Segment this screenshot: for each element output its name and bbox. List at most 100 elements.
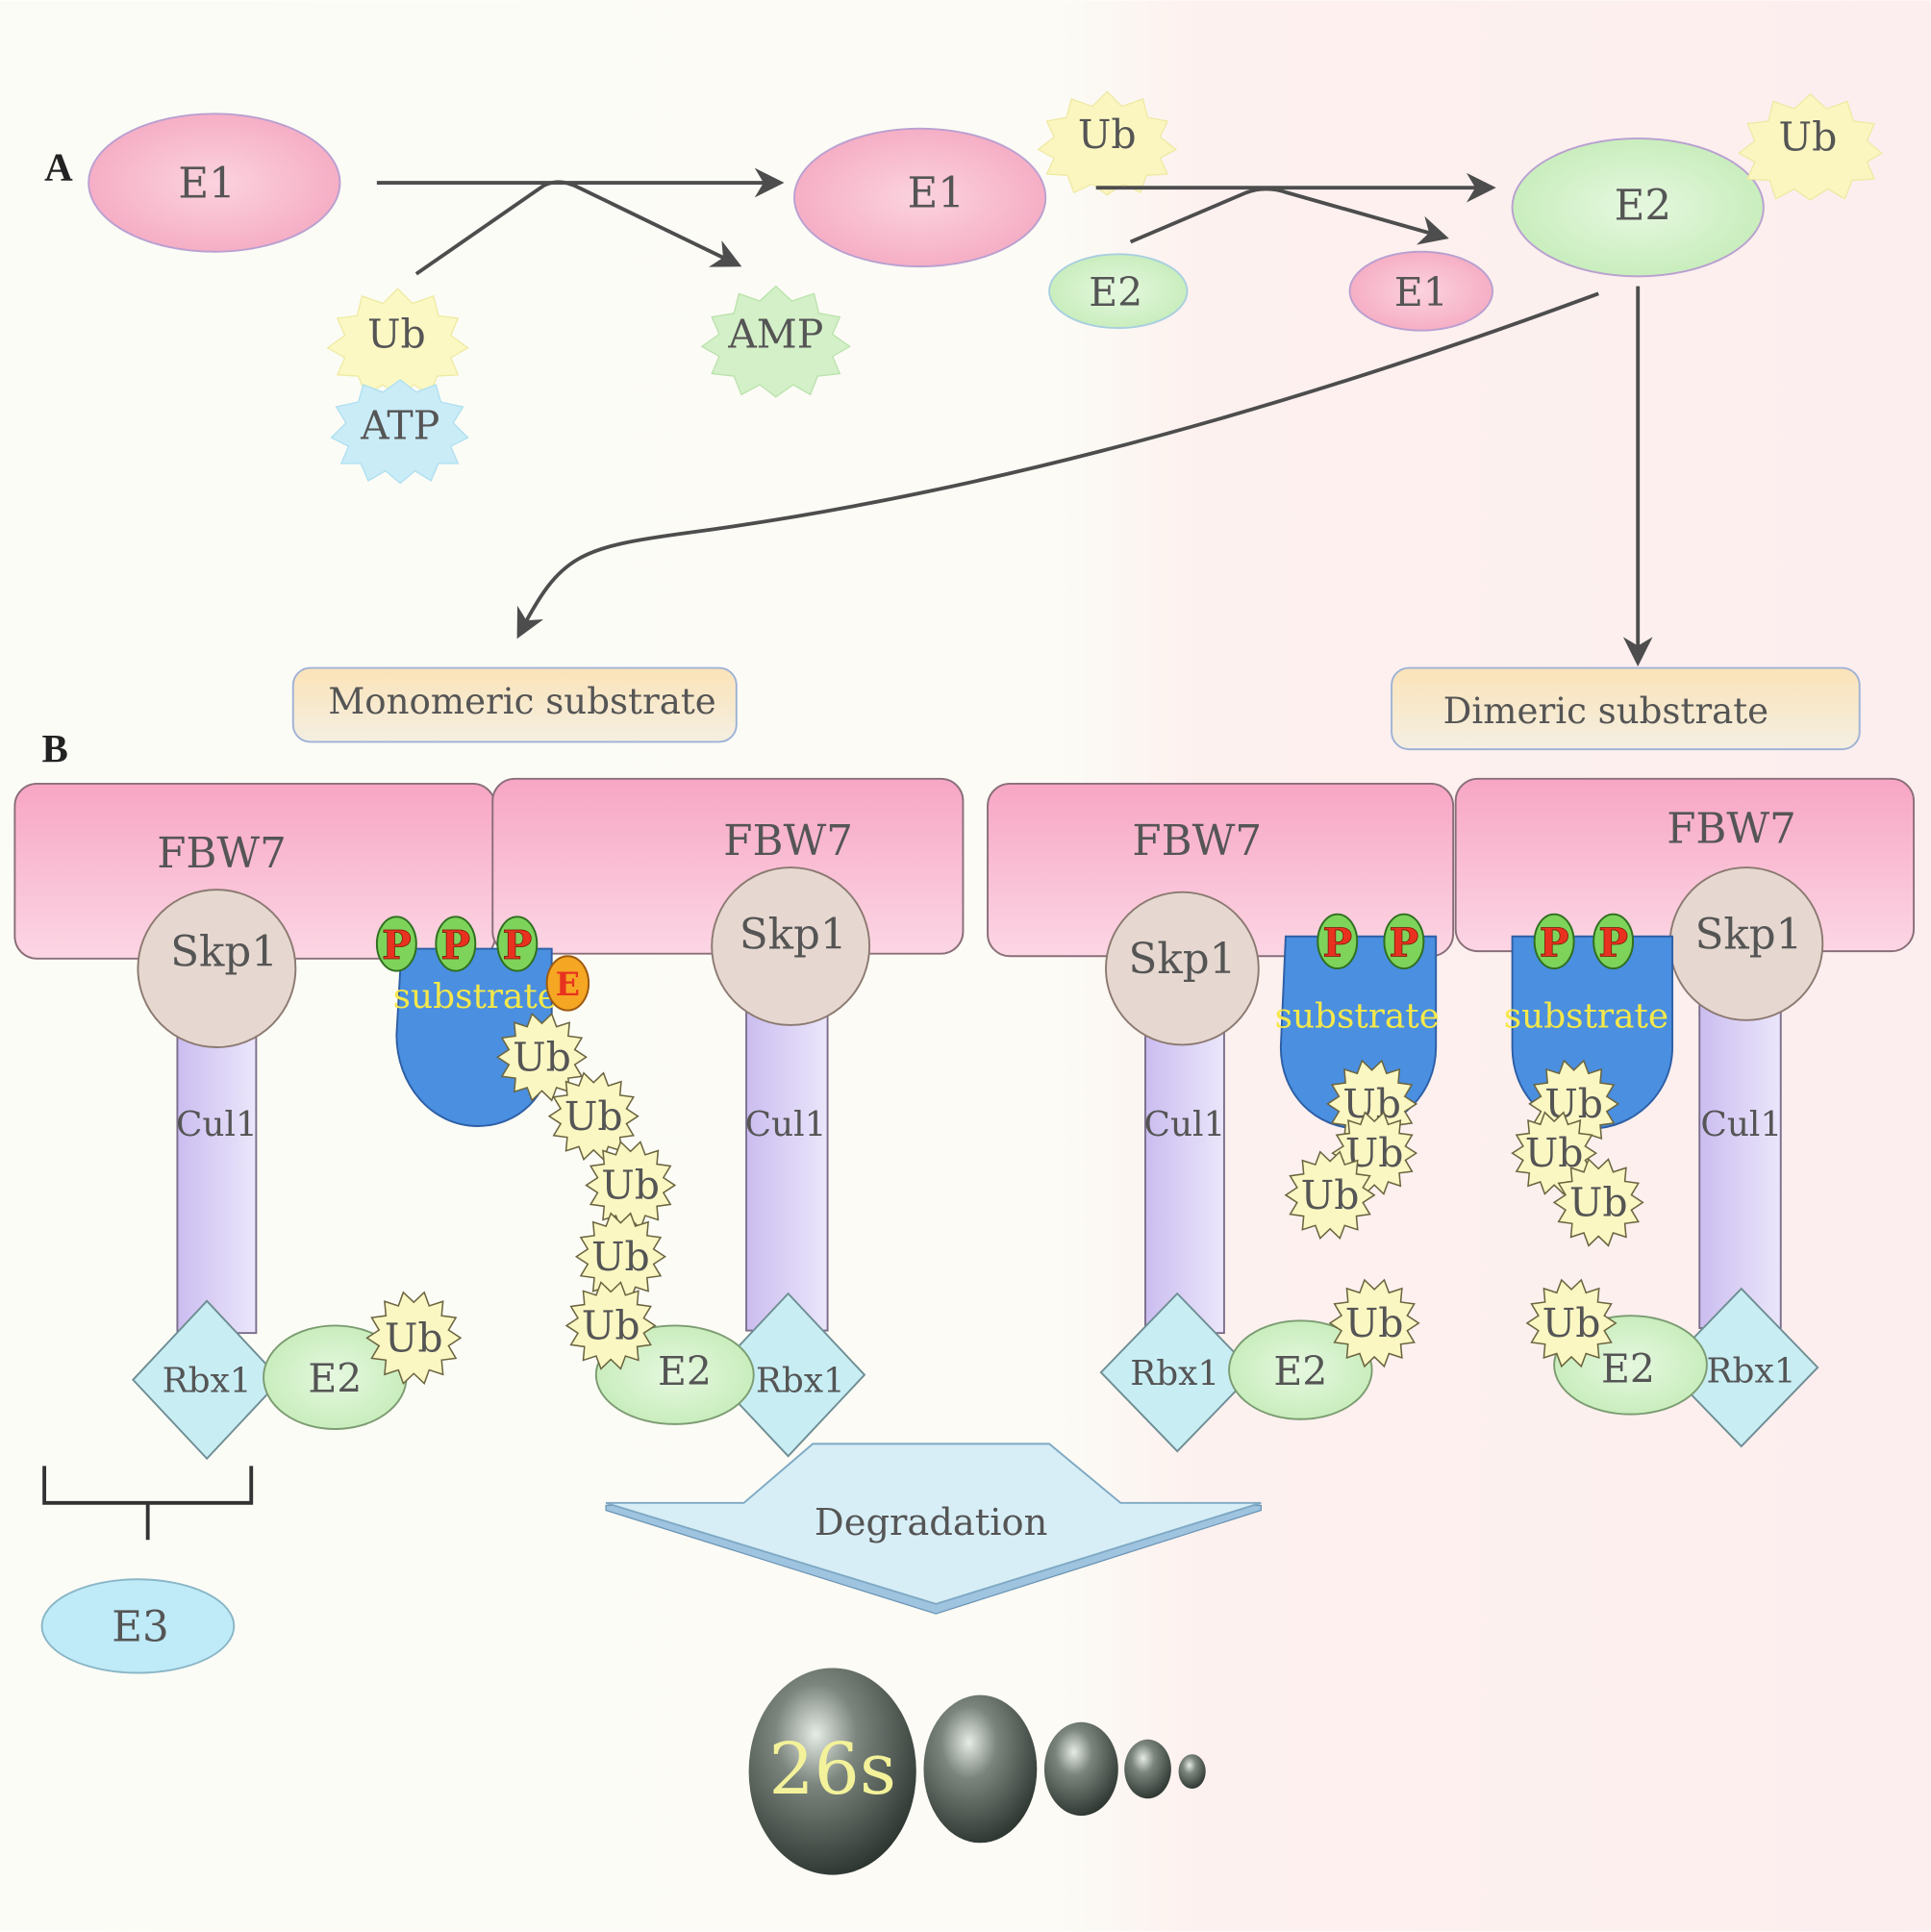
skp1-adaptor [1105, 891, 1260, 1046]
ubiquitin-icon [564, 1281, 657, 1370]
e1-charged-enzyme [793, 127, 1047, 268]
e1-charged-label: E1 [908, 170, 965, 218]
proteasome-label: 26s [768, 1727, 896, 1811]
arrow-e2-transfer [1095, 172, 1496, 245]
arrows-to-substrates [516, 286, 1653, 667]
ubiquitin-icon [547, 1071, 639, 1162]
cul1-stalk [1698, 987, 1782, 1329]
phospho-label: P [440, 922, 470, 968]
skp1-adaptor [711, 866, 871, 1026]
monomeric-substrate-label: Monomeric substrate [328, 681, 715, 722]
rbx1-ring [131, 1299, 283, 1461]
fbw7-label: FBW7 [157, 830, 287, 878]
e3-ligase-ellipse [40, 1578, 236, 1674]
cul1-label: Cul1 [1700, 1105, 1782, 1144]
phospho-label: P [1322, 919, 1352, 966]
amp-label: AMP [727, 312, 823, 358]
substrate-label: substrate [1504, 997, 1668, 1037]
ubiquitin-label: Ub [513, 1034, 571, 1080]
fbw7-label: FBW7 [723, 817, 853, 866]
ubiquitin-icon [365, 1291, 463, 1385]
substrate-label: substrate [393, 977, 558, 1016]
arrow-e1-activation [376, 167, 785, 276]
e2-input-enzyme [1048, 253, 1189, 330]
ubiquitin-label: Ub [591, 1234, 650, 1280]
e-mark-label: E [556, 966, 580, 1003]
ubiquitin-icon [1328, 1278, 1420, 1368]
rbx1-label: Rbx1 [1707, 1351, 1796, 1391]
amp-icon [700, 285, 851, 398]
ubiquitin-icon [574, 1212, 666, 1302]
e1-released-enzyme [1348, 250, 1494, 332]
e2-label: E2 [1601, 1345, 1655, 1392]
e1-free-label: E1 [178, 160, 235, 208]
ubiquitin-label: Ub [1542, 1300, 1601, 1346]
phospho-site [375, 916, 417, 972]
ubiquitin-label: Ub [564, 1093, 623, 1140]
cul1-label: Cul1 [745, 1105, 827, 1144]
proteasome-26s [748, 1668, 1206, 1875]
ub-on-e1-icon [1037, 90, 1178, 196]
ubiquitin-icon [1525, 1278, 1618, 1368]
ub-on-e2-icon [1738, 92, 1883, 201]
e2-label: E2 [658, 1348, 712, 1394]
e2-label: E2 [1273, 1348, 1327, 1394]
phospho-label: P [1598, 919, 1628, 966]
phospho-site [1383, 913, 1425, 970]
skp1-label: Skp1 [1695, 912, 1803, 960]
rbx1-label: Rbx1 [756, 1362, 845, 1401]
ub-on-e1-label: Ub [1078, 112, 1137, 158]
atp-label: ATP [360, 402, 439, 448]
skp1-label: Skp1 [740, 912, 847, 960]
ubiquitin-icon [585, 1141, 677, 1230]
substrate-label: substrate [1275, 997, 1440, 1037]
e1-released-label: E1 [1394, 269, 1448, 315]
atp-icon [330, 379, 469, 485]
proteasome-sphere [1124, 1739, 1171, 1799]
e3-bracket [42, 1466, 254, 1541]
cul1-label: Cul1 [1144, 1105, 1226, 1144]
phospho-site [496, 916, 539, 972]
e-mark-site [545, 955, 590, 1012]
proteasome-sphere [748, 1668, 916, 1875]
phospho-label: P [1389, 919, 1418, 966]
ubiquitin-icon [495, 1012, 588, 1102]
proteasome-sphere [923, 1694, 1038, 1844]
e3-label: E3 [112, 1603, 168, 1651]
cul1-stalk [745, 990, 829, 1332]
ubiquitin-label: Ub [1569, 1179, 1628, 1225]
e2-conjugating-enzyme [1228, 1319, 1373, 1420]
ub-input-label: Ub [367, 312, 426, 358]
dimeric-substrate-box [1391, 666, 1861, 751]
proteasome-sphere [1043, 1721, 1118, 1817]
proteasome-sphere [1178, 1754, 1206, 1789]
ubiquitin-icon [1284, 1150, 1376, 1241]
ub-on-e2-label: Ub [1779, 114, 1838, 161]
skp1-label: Skp1 [170, 929, 278, 977]
e2-input-label: E2 [1089, 269, 1142, 315]
cul1-stalk [176, 999, 258, 1335]
fbw7-label: FBW7 [1667, 805, 1796, 853]
rbx1-label: Rbx1 [163, 1362, 252, 1401]
e1-free-enzyme [88, 113, 341, 253]
phospho-groups [375, 913, 1635, 972]
ubiquitin-label: Ub [1301, 1172, 1360, 1218]
ubiquitin-label: Ub [385, 1315, 443, 1361]
rbx1-set [131, 1287, 1819, 1461]
e2-charged-enzyme [1511, 137, 1765, 278]
monomeric-substrate-box [291, 666, 738, 743]
ubiquitin-label: Ub [1544, 1081, 1603, 1127]
e2-label: E2 [308, 1356, 362, 1402]
skp1-label: Skp1 [1129, 936, 1237, 984]
ubiquitin-label: Ub [1345, 1300, 1404, 1346]
panel-label-b: B [42, 726, 68, 770]
skp1-adaptor [137, 889, 297, 1048]
rbx1-ring [1099, 1292, 1256, 1453]
cul1-stalk [1144, 996, 1225, 1335]
fbw7-label: FBW7 [1132, 817, 1262, 866]
phospho-label: P [502, 922, 532, 968]
phospho-site [1592, 913, 1635, 970]
panel-label-a: A [44, 144, 73, 188]
